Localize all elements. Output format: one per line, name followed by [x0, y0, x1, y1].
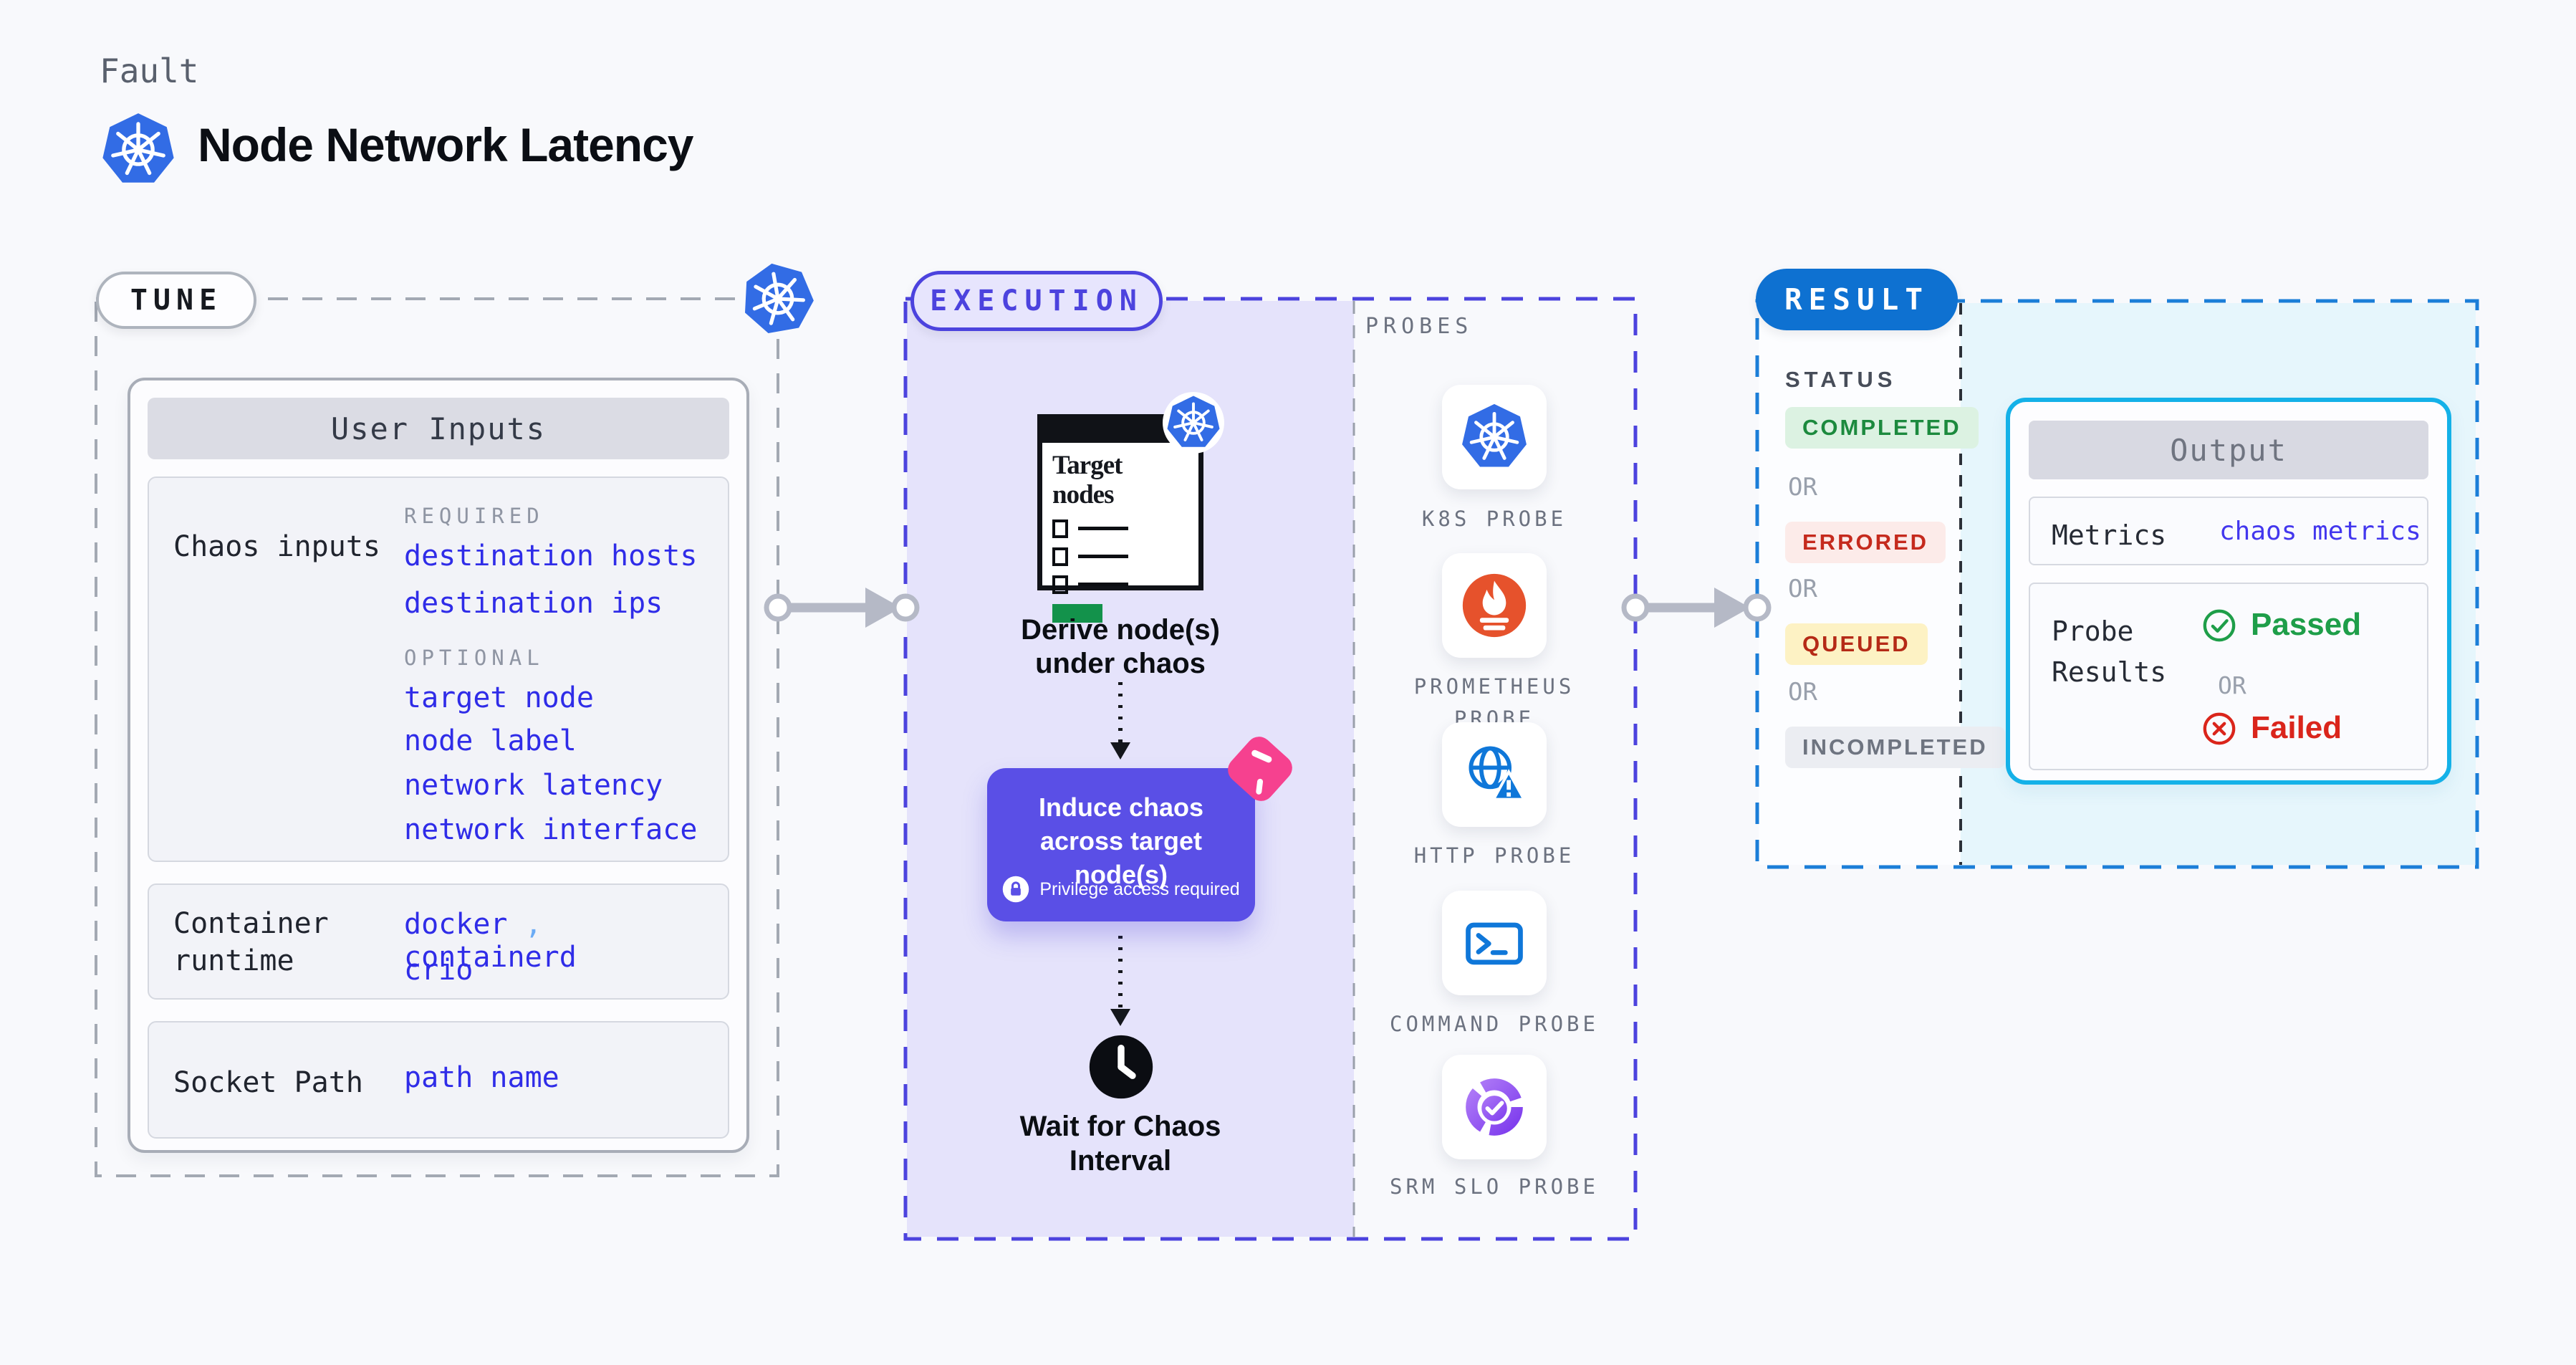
container-runtime-row: Container runtime docker , containerd cr… [148, 883, 729, 1000]
derive-nodes-label: Derive node(s) under chaos [1021, 614, 1220, 680]
kubernetes-logo-icon [100, 112, 176, 188]
fault-kicker: Fault [100, 52, 199, 90]
probe-results-label: Probe Results [2052, 616, 2167, 688]
value-crio: crio [404, 954, 474, 987]
k8s-probe-card [1442, 385, 1547, 489]
or-label: OR [2218, 671, 2246, 699]
status-title: STATUS [1785, 367, 1897, 392]
status-badge-errored: ERRORED [1785, 522, 1946, 563]
input-network-interface: network interface [404, 813, 698, 846]
tune-section-badge: TUNE [96, 272, 256, 329]
or-label: OR [1788, 575, 1817, 603]
input-node-label: node label [404, 724, 577, 757]
probe-results-row: Probe Results Passed OR Failed [2029, 583, 2428, 770]
probes-title: PROBES [1365, 314, 1474, 339]
socket-path-row: Socket Path path name [148, 1021, 729, 1139]
srm-slo-probe-icon [1460, 1073, 1529, 1141]
chaos-inputs-label: Chaos inputs [173, 530, 380, 563]
status-badge-completed: COMPLETED [1785, 407, 1979, 449]
passed-check-icon [2202, 608, 2236, 643]
prometheus-probe-card [1442, 553, 1547, 658]
input-destination-hosts: destination hosts [404, 540, 698, 573]
status-badge-incompleted: INCOMPLETED [1785, 727, 2005, 768]
or-label: OR [1788, 678, 1817, 707]
node-checkbox-row [1052, 547, 1167, 566]
node-checkbox-row [1052, 519, 1167, 538]
metrics-label: Metrics [2052, 519, 2167, 551]
value-docker: docker [404, 908, 508, 941]
page-title: Node Network Latency [198, 118, 693, 171]
command-probe-icon [1460, 909, 1529, 977]
input-destination-ips: destination ips [404, 587, 663, 620]
passed-label: Passed [2251, 607, 2362, 642]
target-nodes-title: Target nodes [1052, 451, 1123, 510]
prometheus-probe-icon [1462, 573, 1527, 638]
privilege-access-label: Privilege access required [1039, 878, 1240, 899]
optional-label: OPTIONAL [404, 646, 544, 670]
input-network-latency: network latency [404, 769, 663, 802]
output-card: Output Metrics chaos metrics Probe Resul… [2006, 398, 2451, 785]
execution-section-badge: EXECUTION [910, 271, 1163, 331]
value-separator: , [524, 908, 542, 941]
srm-slo-probe-card [1442, 1055, 1547, 1159]
k8s-probe-label: K8S PROBE [1421, 507, 1567, 531]
target-nodes-illustration: Target nodes [1037, 392, 1224, 623]
runtime-values: docker , containerd [404, 908, 728, 974]
chaos-inputs-row: Chaos inputs REQUIRED destination hosts … [148, 476, 729, 862]
failed-label: Failed [2251, 710, 2342, 745]
result-section-badge: RESULT [1756, 269, 1958, 330]
induce-chaos-step: Induce chaos across target node(s) Privi… [987, 768, 1255, 921]
metrics-row: Metrics chaos metrics [2029, 497, 2428, 565]
failed-x-icon [2202, 712, 2236, 746]
induce-chaos-label: Induce chaos across target node(s) [1038, 792, 1204, 889]
wait-chaos-interval-label: Wait for Chaos Interval [1019, 1111, 1221, 1177]
metrics-value: chaos metrics [2219, 517, 2421, 546]
command-probe-label: COMMAND PROBE [1390, 1012, 1599, 1036]
result-status-fill [1759, 303, 1961, 865]
value-containerd: containerd [404, 941, 577, 974]
http-probe-label: HTTP PROBE [1413, 843, 1575, 868]
or-label: OR [1788, 473, 1817, 502]
user-inputs-title: User Inputs [148, 398, 729, 459]
http-probe-card [1442, 722, 1547, 827]
progress-bar [1052, 603, 1102, 623]
output-title: Output [2029, 421, 2428, 479]
kubernetes-corner-icon [735, 256, 821, 342]
clock-icon [1087, 1033, 1155, 1101]
container-runtime-label: Container runtime [173, 907, 329, 977]
kubernetes-badge-icon [1166, 395, 1221, 449]
input-target-node: target node [404, 681, 594, 714]
srm-slo-probe-label: SRM SLO PROBE [1390, 1174, 1599, 1199]
required-label: REQUIRED [404, 504, 544, 528]
k8s-probe-icon [1460, 403, 1529, 471]
command-probe-card [1442, 891, 1547, 995]
socket-path-label: Socket Path [173, 1066, 363, 1099]
http-probe-icon [1460, 740, 1529, 809]
node-checkbox-row [1052, 575, 1167, 594]
value-path-name: path name [404, 1061, 559, 1094]
lock-icon [1002, 876, 1030, 903]
status-badge-queued: QUEUED [1785, 623, 1928, 665]
user-inputs-card: User Inputs Chaos inputs REQUIRED destin… [128, 378, 749, 1153]
